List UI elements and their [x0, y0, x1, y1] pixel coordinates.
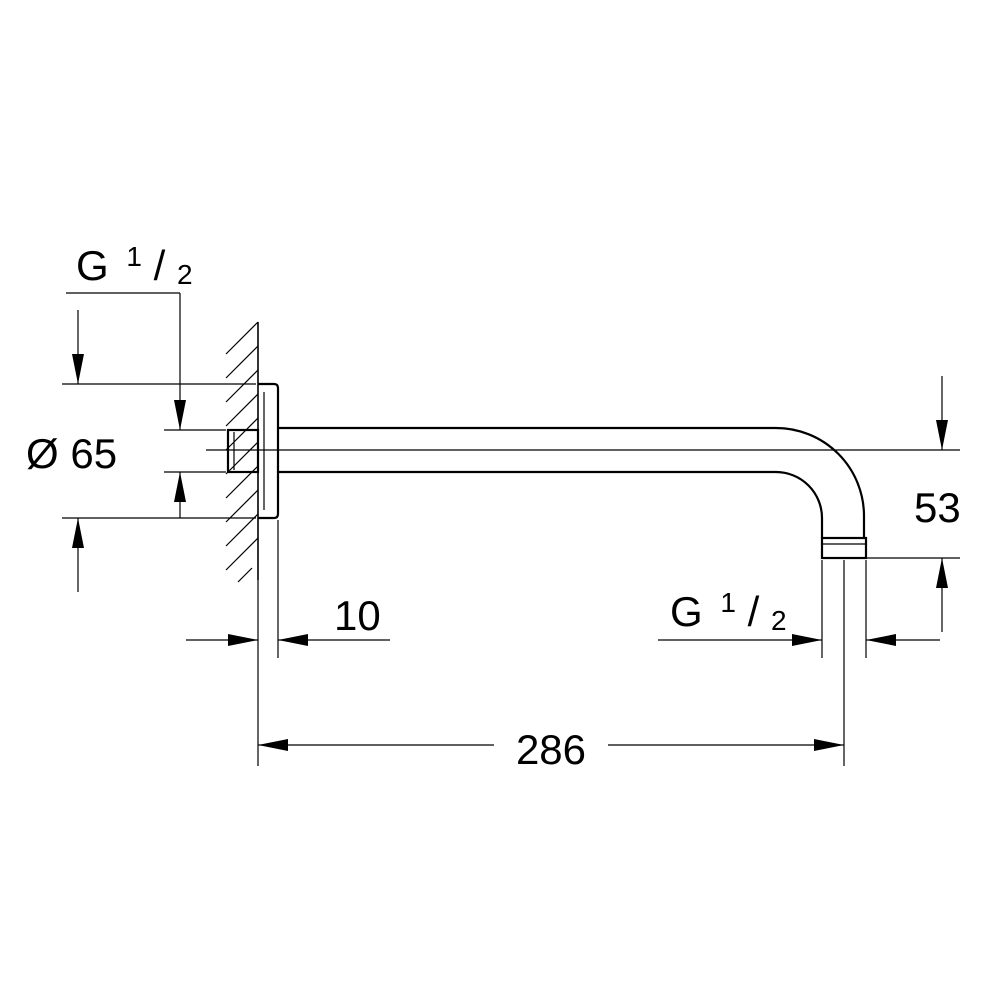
inlet-nipple	[226, 428, 260, 474]
flange-diameter-dimension	[62, 310, 256, 592]
flange	[258, 382, 280, 520]
flange-diameter-label: Ø 65	[26, 430, 117, 477]
shower-arm-pipe	[278, 426, 866, 538]
inlet-thread-dimension	[66, 292, 226, 518]
inlet-thread-label: G 1 / 2	[76, 228, 193, 290]
projection-length-label: 286	[516, 726, 586, 773]
flange-thickness-dimension	[186, 520, 390, 658]
wall-hatching	[225, 321, 259, 583]
outlet-thread	[820, 536, 868, 560]
outlet-thread-label: G 1 / 2	[670, 574, 787, 636]
outlet-thread-dimension	[658, 560, 940, 658]
projection-length-dimension	[257, 560, 845, 766]
flange-thickness-label: 10	[334, 592, 381, 639]
drop-height-label: 53	[914, 484, 961, 531]
drop-height-dimension	[866, 376, 960, 632]
